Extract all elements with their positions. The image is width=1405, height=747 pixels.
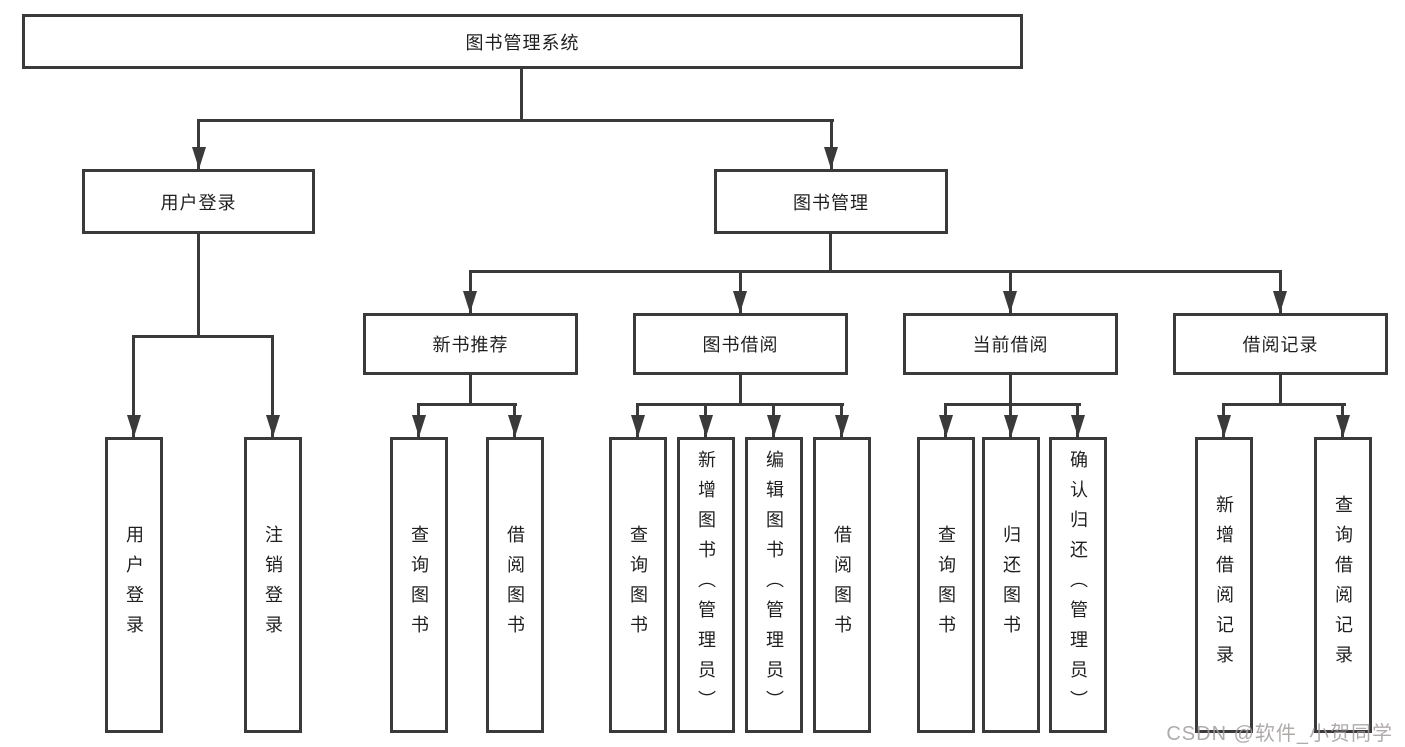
arrowhead-icon: [412, 415, 426, 437]
leaf-return-book: 归还图书: [982, 437, 1040, 733]
connector-current-hline: [944, 403, 1081, 406]
connector-root-drop-right: [830, 119, 833, 169]
connector-login-hline: [132, 335, 274, 338]
connector-root-hline: [197, 119, 834, 122]
connector-rec-hline: [417, 403, 517, 406]
leaf-user-login: 用户登录: [105, 437, 163, 733]
arrowhead-icon: [192, 147, 206, 169]
connector-root-vline: [520, 69, 523, 119]
node-borrow-records: 借阅记录: [1173, 313, 1388, 375]
leaf-query-borrow-record-label: 查询借阅记录: [1333, 495, 1353, 675]
connector-records-vline: [1279, 375, 1282, 403]
connector-rec-vline: [469, 375, 472, 403]
connector-records-hline: [1222, 403, 1346, 406]
leaf-borrow-books-recommend: 借阅图书: [486, 437, 544, 733]
node-user-login-label: 用户登录: [160, 192, 237, 213]
arrowhead-icon: [699, 415, 713, 437]
connector-mgmt-hline: [469, 270, 1282, 273]
connector-borrow-vline: [739, 375, 742, 403]
connector-mgmt-vline: [829, 234, 832, 270]
leaf-logout: 注销登录: [244, 437, 302, 733]
arrowhead-icon: [1217, 415, 1231, 437]
node-borrow-records-label: 借阅记录: [1242, 335, 1319, 355]
leaf-query-books-recommend-label: 查询图书: [409, 525, 429, 645]
leaf-confirm-return-admin: 确认归还（管理员）: [1049, 437, 1107, 733]
node-book-borrowing-label: 图书借阅: [702, 335, 779, 355]
leaf-borrow-books-borrowing: 借阅图书: [813, 437, 871, 733]
csdn-watermark: CSDN @软件_小贺同学: [1166, 723, 1393, 745]
leaf-user-login-label: 用户登录: [124, 525, 144, 645]
node-book-management-label: 图书管理: [793, 192, 869, 213]
node-current-borrowing: 当前借阅: [903, 313, 1118, 375]
arrowhead-icon: [1336, 415, 1350, 437]
arrowhead-icon: [463, 291, 477, 313]
node-current-borrowing-label: 当前借阅: [972, 335, 1049, 355]
leaf-add-book-admin: 新增图书（管理员）: [677, 437, 735, 733]
leaf-query-books-borrowing: 查询图书: [609, 437, 667, 733]
connector-borrow-hline: [636, 403, 844, 406]
node-user-login: 用户登录: [82, 169, 315, 234]
leaf-add-book-admin-label: 新增图书（管理员）: [696, 450, 716, 720]
node-book-management: 图书管理: [714, 169, 948, 234]
connector-root-drop-left: [197, 119, 200, 169]
arrowhead-icon: [1273, 291, 1287, 313]
leaf-logout-label: 注销登录: [263, 525, 283, 645]
leaf-borrow-books-recommend-label: 借阅图书: [505, 525, 525, 645]
arrowhead-icon: [266, 415, 280, 437]
leaf-borrow-books-borrowing-label: 借阅图书: [832, 525, 852, 645]
leaf-add-borrow-record-label: 新增借阅记录: [1214, 495, 1234, 675]
arrowhead-icon: [835, 415, 849, 437]
node-root: 图书管理系统: [22, 14, 1023, 69]
node-book-borrowing: 图书借阅: [633, 313, 848, 375]
connector-login-drop-2: [271, 335, 274, 437]
arrowhead-icon: [1004, 415, 1018, 437]
arrowhead-icon: [508, 415, 522, 437]
connector-login-drop-1: [132, 335, 135, 437]
node-new-book-recommend-label: 新书推荐: [432, 335, 509, 355]
node-new-book-recommend: 新书推荐: [363, 313, 578, 375]
arrowhead-icon: [767, 415, 781, 437]
leaf-query-books-borrowing-label: 查询图书: [628, 525, 648, 645]
arrowhead-icon: [824, 147, 838, 169]
leaf-query-books-current-label: 查询图书: [936, 525, 956, 645]
node-root-label: 图书管理系统: [465, 32, 580, 53]
arrowhead-icon: [127, 415, 141, 437]
leaf-query-books-current: 查询图书: [917, 437, 975, 733]
arrowhead-icon: [1003, 291, 1017, 313]
leaf-confirm-return-admin-label: 确认归还（管理员）: [1068, 450, 1088, 720]
connector-login-vline: [197, 234, 200, 335]
arrowhead-icon: [1071, 415, 1085, 437]
arrowhead-icon: [733, 291, 747, 313]
leaf-edit-book-admin: 编辑图书（管理员）: [745, 437, 803, 733]
leaf-edit-book-admin-label: 编辑图书（管理员）: [764, 450, 784, 720]
arrowhead-icon: [631, 415, 645, 437]
arrowhead-icon: [939, 415, 953, 437]
leaf-query-books-recommend: 查询图书: [390, 437, 448, 733]
leaf-return-book-label: 归还图书: [1001, 525, 1021, 645]
connector-current-vline: [1009, 375, 1012, 403]
leaf-query-borrow-record: 查询借阅记录: [1314, 437, 1372, 733]
leaf-add-borrow-record: 新增借阅记录: [1195, 437, 1253, 733]
